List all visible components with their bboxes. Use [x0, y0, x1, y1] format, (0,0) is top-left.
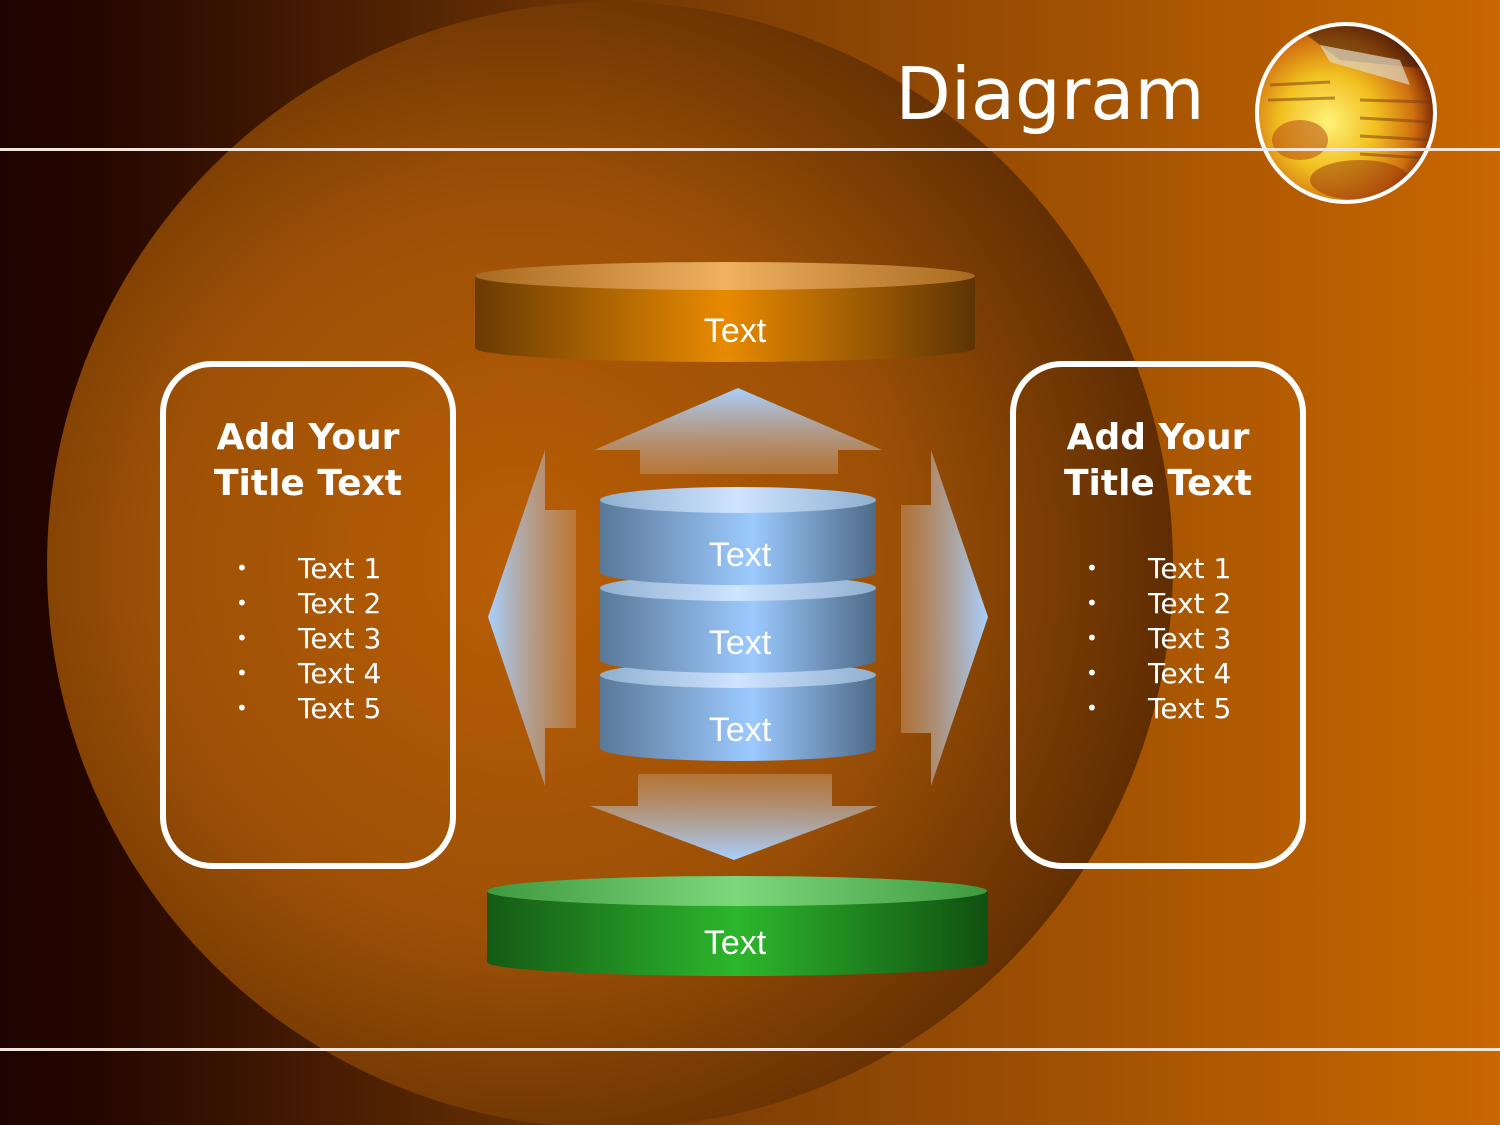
list-item: •Text 5: [1086, 692, 1232, 725]
stack-cylinder-1: [600, 487, 876, 585]
list-item: •Text 3: [236, 622, 382, 655]
right-info-box: Add Your Title Text •Text 1 •Text 2 •Tex…: [1010, 361, 1306, 869]
top-disc-label: Text: [703, 312, 767, 350]
left-info-box: Add Your Title Text •Text 1 •Text 2 •Tex…: [160, 361, 456, 869]
bottom-disc: [487, 876, 988, 977]
up-arrow: [594, 388, 882, 474]
list-item: •Text 5: [236, 692, 382, 725]
list-item: •Text 1: [1086, 552, 1232, 585]
right-box-title: Add Your Title Text: [1063, 417, 1252, 504]
bottom-divider: [0, 1048, 1500, 1051]
stack-label-3: Text: [708, 711, 772, 749]
list-item: •Text 4: [236, 657, 382, 690]
list-item: •Text 4: [1086, 657, 1232, 690]
list-item: •Text 2: [1086, 587, 1232, 620]
list-item: •Text 1: [236, 552, 382, 585]
stack-label-1: Text: [708, 536, 772, 574]
page-title: Diagram: [895, 52, 1205, 136]
left-box-list: •Text 1 •Text 2 •Text 3 •Text 4 •Text 5: [236, 551, 381, 726]
top-divider: [0, 148, 1500, 151]
bottom-disc-label: Text: [703, 924, 767, 962]
list-item: •Text 2: [236, 587, 382, 620]
left-arrow: [488, 450, 576, 786]
photo-emblem-icon: [1255, 22, 1437, 204]
left-box-title: Add Your Title Text: [213, 417, 402, 504]
top-disc: [475, 262, 975, 362]
down-arrow: [590, 774, 878, 860]
right-box-list: •Text 1 •Text 2 •Text 3 •Text 4 •Text 5: [1086, 551, 1231, 726]
stack-label-2: Text: [708, 624, 772, 662]
list-item: •Text 3: [1086, 622, 1232, 655]
right-arrow: [901, 450, 988, 786]
